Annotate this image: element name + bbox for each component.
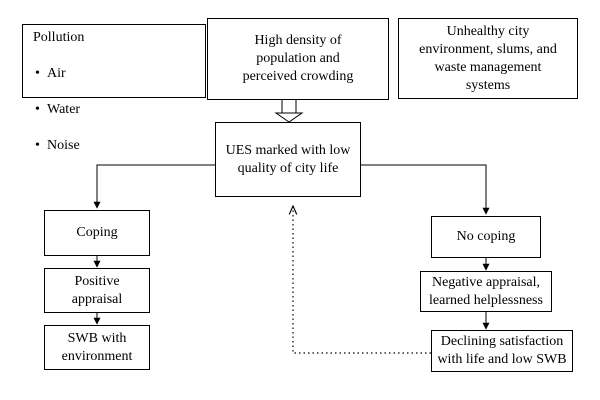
coping-box: Coping (44, 210, 150, 256)
ues-box: UES marked with low quality of city life (215, 122, 361, 197)
pollution-item: Water (35, 101, 80, 119)
pollution-item: Noise (35, 137, 80, 155)
arrow-ues-to-coping (93, 164, 215, 209)
density-box: High density of population and perceived… (207, 18, 389, 100)
top-to-ues-double-arrow (274, 100, 304, 123)
feedback-dotted-arrow (293, 206, 431, 354)
swb-environment-box: SWB with environment (44, 325, 150, 370)
positive-appraisal-box: Positive appraisal (44, 268, 150, 313)
negative-appraisal-box: Negative appraisal, learned helplessness (420, 271, 552, 312)
arrow-ues-to-no-coping (361, 164, 490, 215)
declining-satisfaction-box: Declining satisfaction with life and low… (431, 330, 573, 372)
pollution-title: Pollution (33, 30, 85, 45)
pollution-list: Air Water Noise (33, 47, 80, 173)
pollution-box: Pollution Air Water Noise (22, 24, 206, 155)
unhealthy-box: Unhealthy city environment, slums, and w… (398, 18, 578, 99)
pollution-item: Air (35, 65, 80, 83)
no-coping-box: No coping (431, 216, 541, 258)
